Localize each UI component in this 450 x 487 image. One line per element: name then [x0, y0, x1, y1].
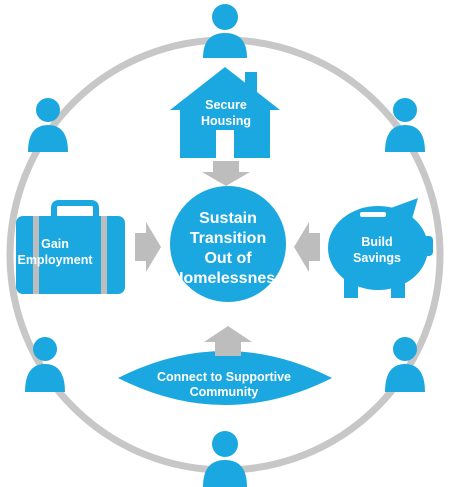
arrow-from-savings — [294, 222, 320, 272]
coin-slot — [360, 212, 386, 217]
savings-label-line1: Build — [361, 235, 393, 249]
housing-label-line2: Housing — [201, 114, 251, 128]
community-label-line1: Connect to Supportive — [156, 370, 292, 384]
employment-label-line2: Employment — [17, 253, 93, 267]
center-label-line1: Sustain — [199, 210, 257, 227]
employment-label-line1: Gain — [41, 237, 69, 251]
center-label-line3: Out of — [204, 250, 252, 267]
center-circle — [170, 186, 286, 302]
employment-label: Gain Employment — [14, 236, 96, 268]
person-icon-top — [203, 4, 247, 58]
housing-label: Secure Housing — [178, 97, 274, 129]
arrow-from-community — [204, 326, 252, 356]
savings-label: Build Savings — [345, 234, 409, 266]
center-label-line4: Homelessness — [171, 270, 285, 287]
savings-label-line2: Savings — [353, 251, 401, 265]
community-label: Connect to Supportive Community — [118, 370, 330, 400]
banner-icon — [118, 351, 332, 405]
briefcase-icon — [16, 200, 125, 294]
person-icon-upper-right — [385, 98, 425, 152]
piggy-bank-icon — [328, 198, 433, 298]
housing-label-line1: Secure — [205, 98, 247, 112]
arrow-from-employment — [135, 222, 161, 272]
person-icon-bottom — [203, 431, 247, 487]
community-label-line2: Community — [189, 385, 259, 399]
house-icon — [170, 67, 280, 158]
person-icon-upper-left — [28, 98, 68, 152]
center-label-line2: Transition — [189, 230, 267, 247]
person-icon-lower-left — [25, 337, 65, 392]
house-door — [216, 130, 234, 158]
arrow-from-housing — [202, 161, 250, 186]
person-icon-lower-right — [385, 337, 425, 392]
center-label: Sustain Transition Out of Homelessness — [168, 209, 288, 289]
